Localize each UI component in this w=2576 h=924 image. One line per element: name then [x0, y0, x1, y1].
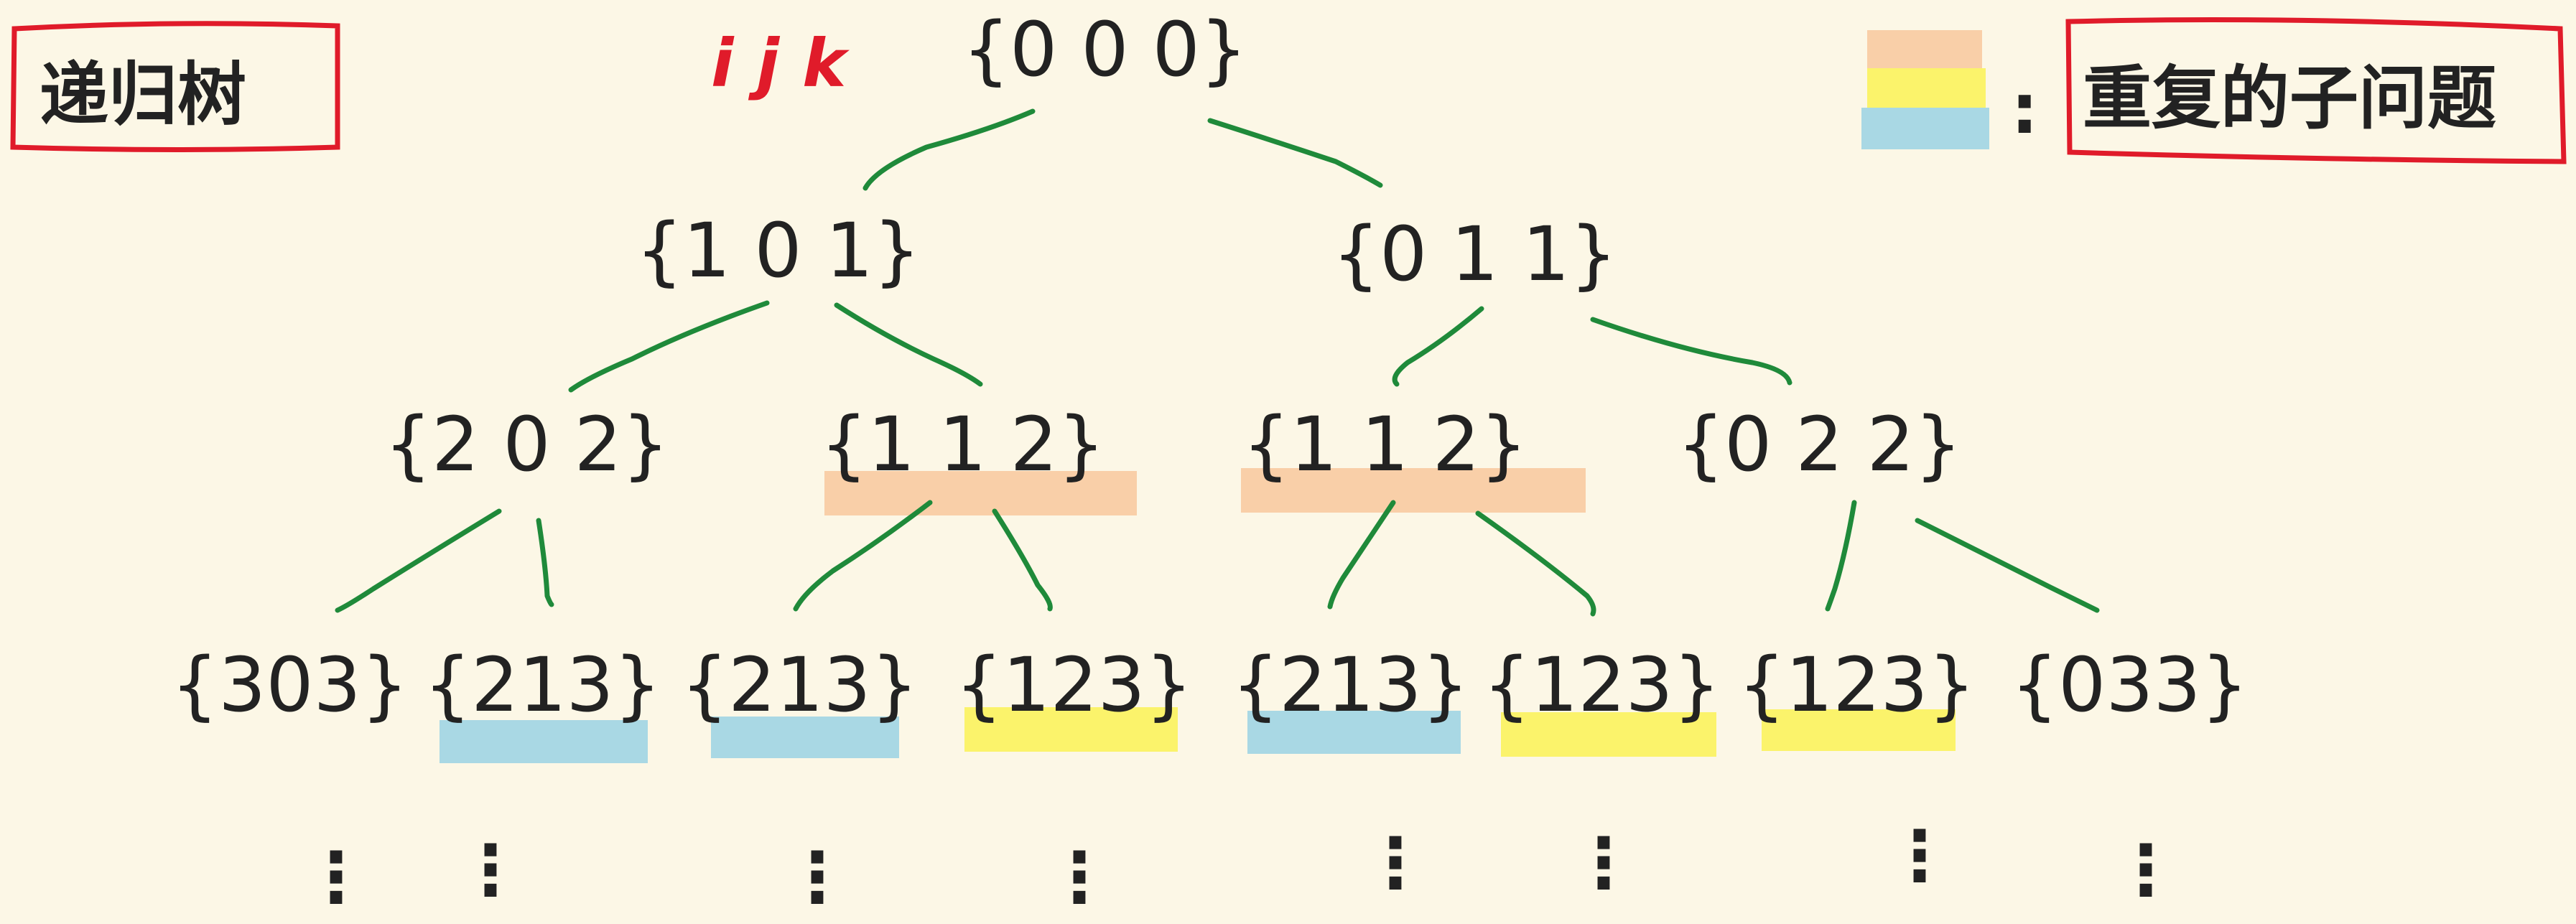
tree-edges: [335, 108, 2100, 617]
edge-l2d-right: [1915, 518, 2100, 613]
dots-2: ⋮: [456, 830, 525, 910]
highlight-level3-5: [1501, 712, 1716, 757]
highlight-level3-1: [440, 720, 648, 763]
dots-4: ⋮: [1045, 837, 1114, 918]
highlight-level3-4: [1247, 711, 1461, 754]
edge-l2c-left: [1327, 500, 1396, 610]
dots-3: ⋮: [783, 837, 852, 918]
highlight-level3-6: [1762, 709, 1956, 751]
dots-6: ⋮: [1569, 823, 1638, 903]
node-level2-2: {1 1 2}: [820, 401, 1105, 488]
edge-l2d-left: [1825, 500, 1857, 612]
node-level3-7: {123}: [1738, 641, 1976, 729]
highlight-level3-2: [711, 717, 899, 758]
node-root: {0 0 0}: [962, 6, 1247, 93]
node-level1-1: {1 0 1}: [636, 207, 921, 294]
highlight-level2-1: [824, 471, 1137, 515]
edge-l1a-left: [568, 300, 770, 393]
legend: : 重复的子问题: [1861, 17, 2567, 164]
legend-box-border: [2065, 17, 2567, 164]
dots-1: ⋮: [302, 837, 371, 918]
node-level3-5: {213}: [1232, 641, 1469, 729]
legend-swatch-peach: [1867, 30, 1982, 72]
node-level2-4: {0 2 2}: [1677, 401, 1962, 488]
node-level3-8: {033}: [2011, 641, 2249, 729]
node-level2-1: {2 0 2}: [384, 401, 669, 488]
edge-l1b-left: [1392, 306, 1484, 387]
title-box-border: [10, 21, 340, 152]
edge-l2b-left: [793, 500, 933, 612]
node-level3-2: {213}: [424, 641, 661, 729]
dots-8: ⋮: [2111, 830, 2180, 910]
edge-root-right: [1207, 118, 1383, 188]
legend-swatch-yellow: [1867, 68, 1986, 111]
edge-l2a-left: [335, 508, 502, 613]
highlight-bars: [440, 468, 1956, 763]
legend-label: 重复的子问题: [2083, 58, 2496, 139]
node-level3-3: {213}: [681, 641, 919, 729]
node-level1-2: {0 1 1}: [1332, 210, 1617, 298]
node-level2-3: {1 1 2}: [1242, 401, 1528, 488]
edge-l2c-right: [1475, 510, 1596, 617]
edge-l1b-right: [1590, 317, 1792, 386]
ijk-label: i j k: [711, 25, 850, 102]
node-level3-6: {123}: [1483, 641, 1721, 729]
dots-5: ⋮: [1361, 823, 1430, 903]
edge-l2b-right: [992, 508, 1053, 612]
edge-l1a-right: [834, 302, 983, 387]
continuation-dots: ⋮ ⋮ ⋮ ⋮ ⋮ ⋮ ⋮ ⋮: [302, 816, 2180, 918]
highlight-level2-2: [1241, 468, 1586, 513]
title-box: 递归树: [10, 21, 340, 152]
edge-l2a-right: [536, 518, 554, 607]
node-level3-1: {303}: [171, 641, 409, 729]
dots-7: ⋮: [1885, 816, 1954, 896]
highlight-level3-3: [964, 707, 1178, 752]
legend-swatch-blue: [1861, 108, 1989, 149]
node-level3-4: {123}: [955, 641, 1193, 729]
title-text: 递归树: [39, 55, 246, 135]
edge-root-left: [862, 108, 1036, 191]
legend-separator: :: [2011, 69, 2038, 149]
